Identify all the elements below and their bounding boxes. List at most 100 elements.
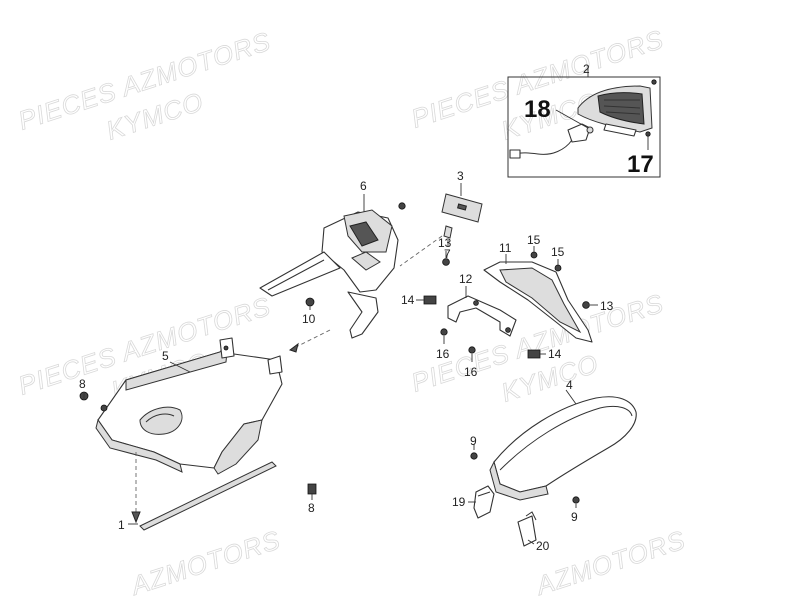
tray-side-flap [213, 419, 263, 475]
callout-9a: 9 [470, 434, 477, 448]
watermark-text: AZMOTORS [126, 524, 284, 600]
part-8-screw-left: 8 [79, 377, 89, 401]
callout-8b: 8 [308, 501, 315, 515]
screw-icon [307, 483, 317, 495]
part-8-screw-bottom: 8 [307, 483, 317, 515]
part-5-under-tray: 5 [95, 337, 283, 475]
callout-19: 19 [452, 495, 466, 509]
wiring-harness [513, 139, 573, 155]
hole-icon [100, 404, 108, 412]
part-6-rear-bracket: 6 [259, 179, 406, 339]
screw-icon [440, 328, 448, 336]
callout-20: 20 [536, 539, 550, 553]
clip-icon [527, 349, 541, 359]
bracket-arm [259, 251, 341, 297]
cover-inner [499, 267, 582, 334]
leader-line [555, 109, 589, 129]
leader-line [169, 361, 191, 373]
callout-15b: 15 [551, 245, 565, 259]
mudguard-ridge [499, 405, 633, 471]
bracket-mount [351, 251, 381, 271]
part-16-screw-a: 16 [436, 328, 450, 361]
connector [509, 149, 521, 159]
callout-13a: 13 [438, 236, 452, 250]
bolt-icon [651, 79, 657, 85]
callout-6: 6 [360, 179, 367, 193]
callout-8a: 8 [79, 377, 86, 391]
callout-15a: 15 [527, 233, 541, 247]
callout-11: 11 [499, 241, 512, 255]
part-19-clip-bracket: 19 [452, 485, 495, 519]
clip-bracket-fold [477, 491, 491, 497]
part-14-clip-left: 14 [401, 293, 437, 307]
callout-17: 17 [627, 151, 654, 178]
part-2-tail-light-assembly: 2 18 17 [507, 62, 661, 178]
callout-5: 5 [162, 349, 169, 363]
callout-9b: 9 [571, 510, 578, 524]
plate-bracket-tab [525, 511, 537, 521]
callout-7: 7 [444, 247, 451, 261]
clip-icon [423, 295, 437, 305]
part-15-screw-b: 15 [551, 245, 565, 272]
arrow-head-icon [288, 342, 299, 353]
bolt-shank [443, 225, 453, 239]
mudguard-edge [489, 460, 549, 501]
hole-icon [473, 300, 479, 306]
nut-icon [305, 297, 315, 307]
seal-strip [139, 461, 277, 531]
screw-icon [442, 258, 450, 266]
arrow-head-icon [131, 511, 141, 524]
recess-edge [145, 413, 175, 423]
plate-bracket-body [517, 515, 537, 547]
part-11-fender-cover: 11 [483, 241, 593, 343]
callout-3: 3 [457, 169, 464, 183]
screw-icon [582, 301, 590, 309]
tray-recess [139, 406, 183, 435]
part-15-screw-a: 15 [527, 233, 541, 259]
tail-light-reflector [597, 92, 645, 125]
part-1-seal-strip: 1 [118, 452, 277, 532]
callout-16b: 16 [464, 365, 478, 379]
part-20-plate-bracket: 20 [517, 511, 550, 553]
part-14-clip-right: 14 [527, 347, 562, 361]
bolt-icon [470, 452, 478, 460]
callout-13b: 13 [600, 299, 614, 313]
tray-front-lip [95, 418, 183, 473]
bulb-socket [567, 123, 591, 143]
bracket-cavity [349, 221, 379, 247]
callout-14b: 14 [548, 347, 562, 361]
part-7-bolt: 7 [399, 225, 453, 267]
hole-icon [223, 345, 229, 351]
callout-4: 4 [566, 378, 573, 392]
mudguard-body [493, 396, 637, 493]
reflector-insert [457, 203, 467, 211]
bracket-strap [447, 295, 517, 337]
part-3-license-plate-reflector: 3 [441, 169, 483, 223]
callout-18: 18 [524, 96, 551, 123]
bolt-icon [572, 496, 580, 504]
watermark-text: AZMOTORS [531, 524, 689, 600]
leader-line [527, 539, 535, 545]
part-13-screw-right: 13 [582, 299, 614, 313]
callout-14a: 14 [401, 293, 415, 307]
lens-seal [603, 123, 637, 137]
bracket-lower-leg [347, 291, 379, 339]
screw-icon [468, 346, 476, 354]
alignment-line [399, 235, 443, 267]
callout-12: 12 [459, 272, 473, 286]
bolt-icon [398, 202, 406, 210]
part-4-rear-mudguard: 4 [489, 378, 637, 501]
hole-icon [505, 327, 511, 333]
bulb [586, 126, 594, 134]
part-9-bolt-b: 9 [571, 496, 580, 524]
part-10-nut: 10 [302, 297, 316, 326]
screw-icon [554, 264, 562, 272]
part-16-screw-b: 16 [464, 346, 478, 379]
callout-2: 2 [583, 62, 590, 76]
callout-1: 1 [118, 518, 125, 532]
tray-tab [267, 355, 283, 375]
clip-bracket-body [473, 485, 495, 519]
arm-edge [267, 259, 325, 291]
part-13-screw-top: 13 [438, 236, 452, 266]
